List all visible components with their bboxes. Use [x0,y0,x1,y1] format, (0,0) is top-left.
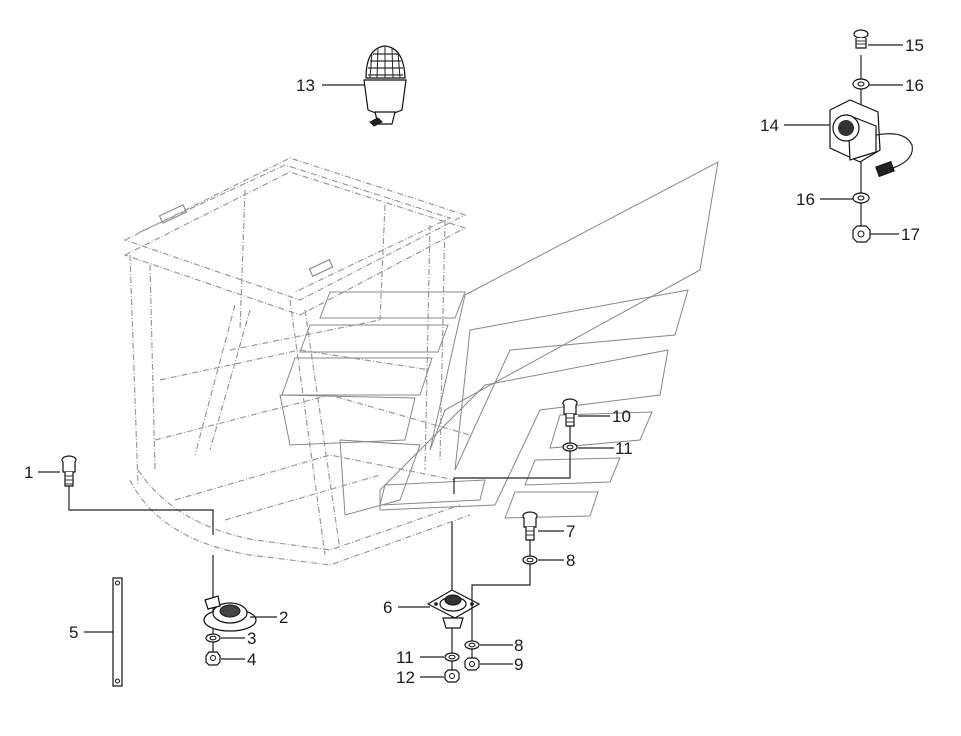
beacon-light [363,45,407,127]
washer-3 [205,633,221,643]
washer-16-bottom [852,192,870,204]
nut-4 [205,651,221,666]
bolt-10 [562,398,578,427]
callout-13: 13 [296,76,315,95]
callout-12: 12 [396,668,415,687]
callout-9: 9 [514,655,523,674]
reverse-alarm [829,55,913,233]
callout-3: 3 [247,629,256,648]
callout-16-top: 16 [905,76,924,95]
mount-plate [426,589,481,629]
leader-bolt-1 [68,486,214,535]
callout-11-bottom: 11 [396,648,414,667]
nut-9 [464,657,480,671]
callout-10: 10 [612,407,631,426]
washer-8-top [522,555,538,565]
callout-5: 5 [69,623,78,642]
nut-12 [444,669,460,683]
callout-14: 14 [760,116,779,135]
callout-17: 17 [901,225,920,244]
cab-frame [123,157,471,566]
bolt-15 [853,29,869,49]
callout-2: 2 [279,608,288,627]
callout-8-bottom: 8 [514,636,523,655]
washer-8-bottom [464,640,480,650]
nut-17 [852,225,871,243]
callouts: 1 2 3 4 5 6 7 8 8 9 10 11 11 12 13 14 15 [24,36,924,687]
washer-11-bottom [444,652,460,662]
callout-11-top: 11 [615,439,633,458]
washer-16-top [852,78,870,90]
callout-8-top: 8 [566,551,575,570]
callout-16-bottom: 16 [796,190,815,209]
bolt-1 [61,455,77,487]
callout-1: 1 [24,463,33,482]
callout-6: 6 [383,598,392,617]
bolt-7 [522,511,538,541]
callout-15: 15 [905,36,924,55]
callout-7: 7 [566,522,575,541]
callout-4: 4 [247,650,256,669]
washer-11-top [562,442,578,452]
decal-outlines [279,161,719,519]
horn [203,595,257,632]
strap [112,577,123,687]
